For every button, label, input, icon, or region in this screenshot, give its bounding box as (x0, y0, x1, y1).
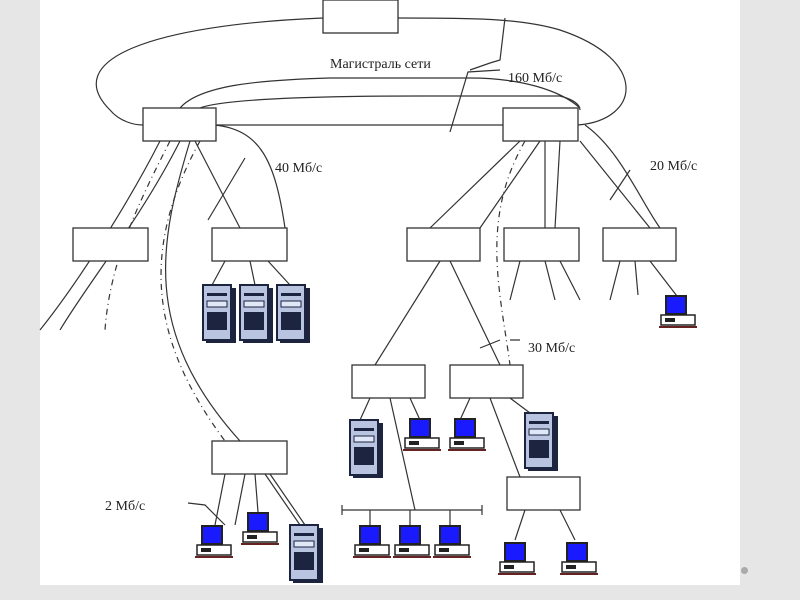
switch-l3 (406, 227, 481, 262)
label-20: 20 Мб/с (650, 159, 697, 174)
switch-l4 (503, 227, 580, 262)
computer-icon (392, 524, 432, 558)
computer-icon (559, 541, 599, 575)
links (39, 124, 681, 541)
node-top (322, 0, 399, 34)
computer-icon (432, 524, 472, 558)
switch-backbone-left (142, 107, 217, 142)
switch-backbone-right (502, 107, 579, 142)
computer-icon (194, 524, 234, 558)
backbone-ring (95, 17, 627, 126)
switch-m1 (351, 364, 426, 399)
label-40: 40 Мб/с (275, 161, 322, 176)
server-icon (202, 284, 237, 344)
slide-indicator-dot (741, 567, 748, 574)
slide (40, 0, 740, 585)
server-icon (289, 524, 324, 584)
computer-icon (447, 417, 487, 451)
computer-icon (402, 417, 442, 451)
label-backbone: Магистраль сети (330, 57, 431, 72)
computer-icon (658, 294, 698, 328)
label-160: 160 Мб/с (508, 71, 562, 86)
switch-l1 (72, 227, 149, 262)
computer-icon (352, 524, 392, 558)
backbone-inner (179, 77, 581, 109)
label-30: 30 Мб/с (528, 341, 575, 356)
backbone-label-leader (449, 17, 506, 133)
switch-l2 (211, 227, 288, 262)
switch-f (506, 476, 581, 511)
server-icon (349, 419, 384, 479)
switch-l5 (602, 227, 677, 262)
server-icon (276, 284, 311, 344)
switch-m2 (449, 364, 524, 399)
computer-icon (497, 541, 537, 575)
label-2: 2 Мб/с (105, 499, 145, 514)
backbone-inner-2 (199, 95, 581, 111)
switch-e (211, 440, 288, 475)
server-icon (239, 284, 274, 344)
server-icon (524, 412, 559, 472)
computer-icon (240, 511, 280, 545)
